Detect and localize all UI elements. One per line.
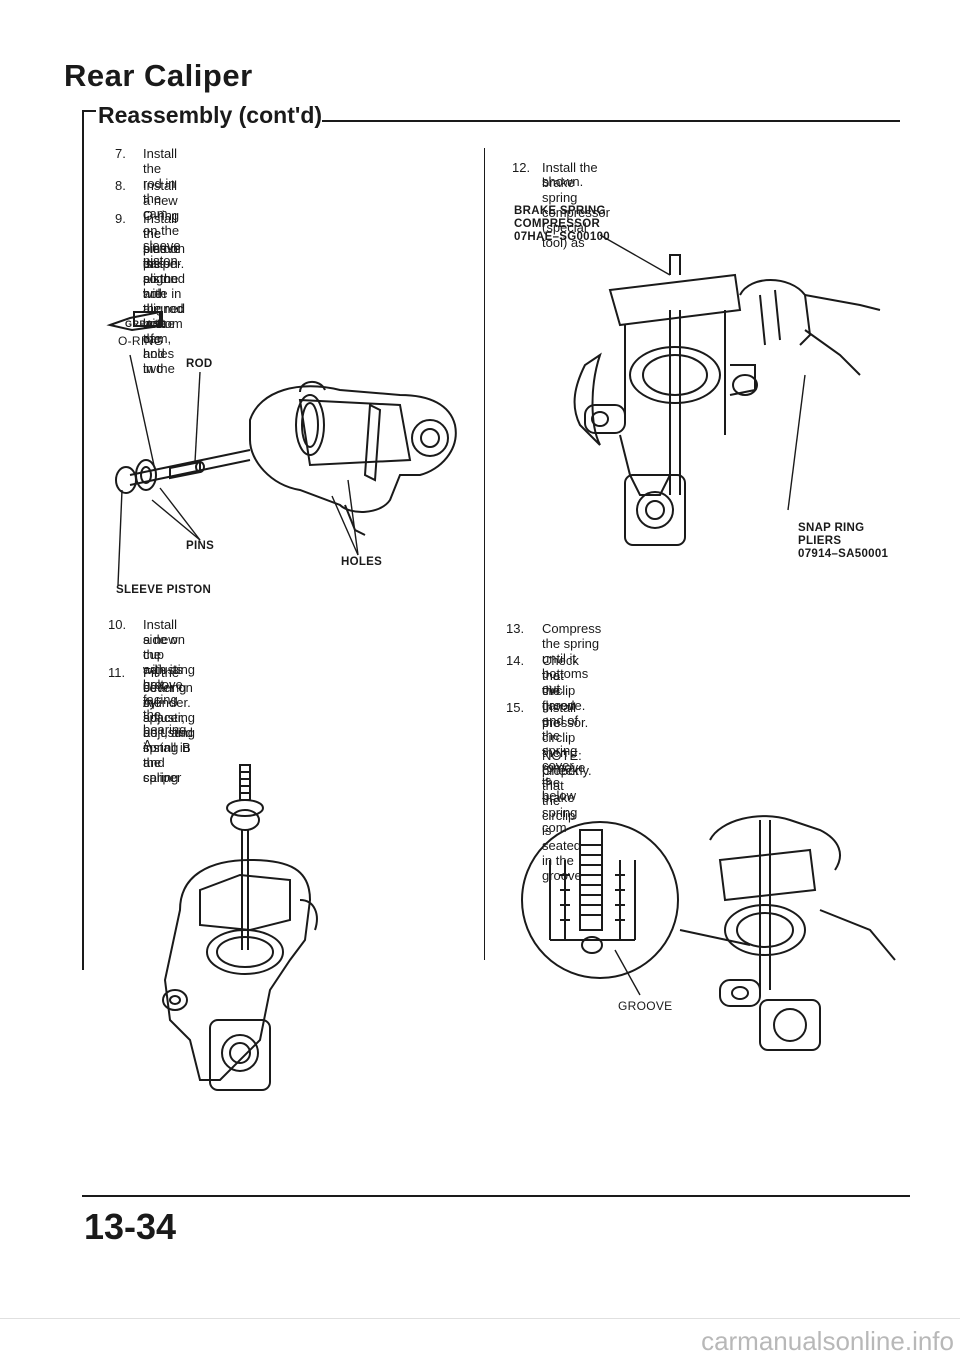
figure-adjusting-bolt-install (162, 764, 318, 1091)
step-text-line: Install the circlip then remove the brak… (542, 700, 586, 835)
section-subtitle: Reassembly (cont'd) (98, 102, 323, 128)
figure-circlip-groove (521, 815, 896, 1051)
pins-label: PINS (186, 540, 215, 552)
step-number: 9. (115, 211, 126, 226)
step-text-line: caliper. (143, 256, 185, 271)
oring-label: O-RING (118, 334, 164, 348)
step-text-line: cover on the adjusting bolt, and install… (143, 680, 196, 785)
footer-rule (82, 1195, 910, 1197)
watermark: carmanualsonline.info (701, 1326, 954, 1356)
step-number: 12. (512, 160, 531, 175)
header-rule (322, 120, 900, 122)
pliers-label-line1: SNAP RING (798, 522, 865, 534)
compressor-label-line1: BRAKE SPRING (514, 205, 606, 217)
compressor-label-line2: COMPRESSOR (514, 218, 601, 230)
step-number: 8. (115, 178, 126, 193)
step-text-line: Fit the bearing A, spacer, adjusting spr… (143, 665, 196, 785)
groove-label: GROOVE (618, 999, 673, 1013)
section-vertical-rule (82, 110, 84, 970)
holes-label: HOLES (341, 556, 383, 568)
header-rule-left (82, 110, 96, 112)
step-number: 7. (115, 146, 126, 161)
rod-label: ROD (186, 358, 213, 370)
step-text-line: Check that the flared end of the spring … (542, 653, 579, 803)
column-separator (484, 148, 485, 960)
footer-divider (0, 1318, 960, 1319)
step-text-line: Install a new cup with its groove facing… (143, 617, 187, 752)
pliers-label-line3: 07914–SA50001 (798, 548, 889, 560)
step-number: 10. (108, 617, 127, 632)
figure-sleeve-piston-install (106, 310, 457, 586)
step-text: Install a new O-ring on the sleeve pisto… (143, 178, 182, 268)
step-number: 11. (108, 665, 126, 680)
pliers-label-line2: PLIERS (798, 535, 842, 547)
step-text-line: pressor. (542, 715, 589, 730)
step-number: 15. (506, 700, 525, 715)
note-line: properly. (542, 763, 592, 778)
page-title: Rear Caliper (64, 58, 253, 93)
step-text-line: Compress the spring until it bottoms out… (542, 621, 602, 696)
compressor-label-line3: 07HAE–SG00100 (514, 231, 610, 243)
step-text-line: shown. (542, 174, 584, 189)
step-text-line: side on the adjusting bolt. (143, 632, 196, 692)
step-text: Install the rod in the cam. (143, 146, 177, 221)
grease-label: GREASE (125, 319, 167, 329)
step-text-line: Install the brake spring compressor (spe… (542, 160, 610, 250)
step-number: 14. (506, 653, 525, 668)
step-text-line: the circlip groove. (542, 668, 586, 713)
step-number: 13. (506, 621, 525, 636)
page-number: 13-34 (84, 1206, 177, 1247)
figure-brake-spring-compressor (573, 234, 881, 546)
note-line: NOTE: Check that the circlip is seated i… (542, 748, 582, 883)
sleeve-piston-label: SLEEVE PISTON (116, 584, 212, 596)
step-text-line: cylinder. (143, 695, 191, 710)
